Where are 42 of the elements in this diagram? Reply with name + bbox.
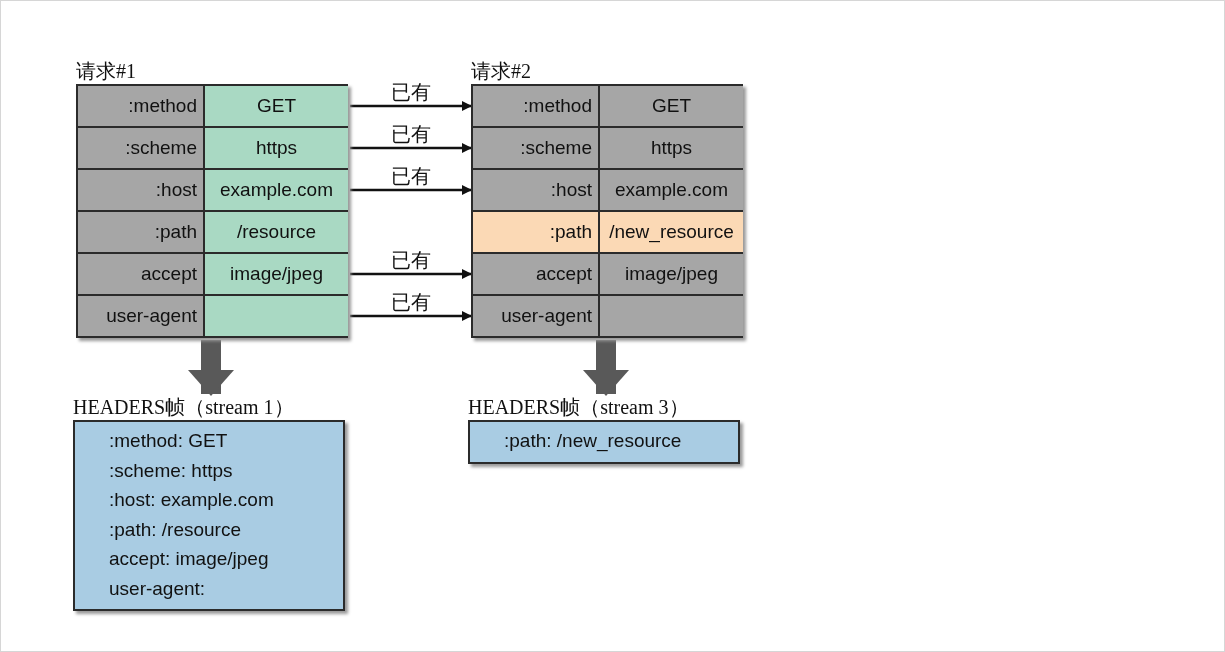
table-heading: 请求#1 (76, 59, 137, 84)
header-name-cell: :method (473, 86, 598, 126)
header-line: :method: GET (109, 429, 229, 453)
header-name-cell: :path (78, 212, 203, 252)
header-name-cell: user-agent (473, 296, 598, 336)
header-name-cell: :host (473, 170, 598, 210)
header-value-cell: https (600, 128, 743, 168)
header-line: accept: image/jpeg (109, 547, 270, 571)
header-name-cell: user-agent (78, 296, 203, 336)
header-name-cell: :scheme (78, 128, 203, 168)
empty-cell (600, 296, 743, 336)
frame-heading: HEADERS帧（stream 1） (73, 395, 295, 420)
arrow (350, 185, 472, 195)
arrow (350, 269, 472, 279)
header-line: :scheme: https (109, 458, 234, 483)
header-value-cell: https (205, 128, 348, 168)
header-name-cell: accept (473, 254, 598, 294)
arrow (350, 143, 472, 153)
header-value-cell: GET (600, 86, 743, 126)
header-value-cell: example.com (600, 170, 743, 210)
header-value-cell: /new_resource (600, 212, 743, 252)
header-line: :path: /new_resource (504, 429, 683, 454)
empty-cell (205, 296, 348, 336)
header-name-cell: :method (78, 86, 203, 126)
arrow (350, 101, 472, 111)
arrow (350, 311, 472, 321)
block-arrow (583, 340, 629, 396)
header-value-cell: GET (205, 86, 348, 126)
block-arrow (188, 340, 234, 396)
header-line: user-agent: (109, 576, 207, 601)
frame-heading: HEADERS帧（stream 3） (468, 395, 690, 420)
header-line: :host: example.com (109, 488, 275, 512)
header-name-cell: :path (473, 212, 598, 252)
table-heading: 请求#2 (471, 59, 532, 84)
header-value-cell: /resource (205, 212, 348, 252)
header-name-cell: :host (78, 170, 203, 210)
header-value-cell: image/jpeg (205, 254, 348, 294)
header-name-cell: accept (78, 254, 203, 294)
header-line: :path: /resource (109, 517, 243, 542)
header-name-cell: :scheme (473, 128, 598, 168)
header-value-cell: example.com (205, 170, 348, 210)
header-value-cell: image/jpeg (600, 254, 743, 294)
